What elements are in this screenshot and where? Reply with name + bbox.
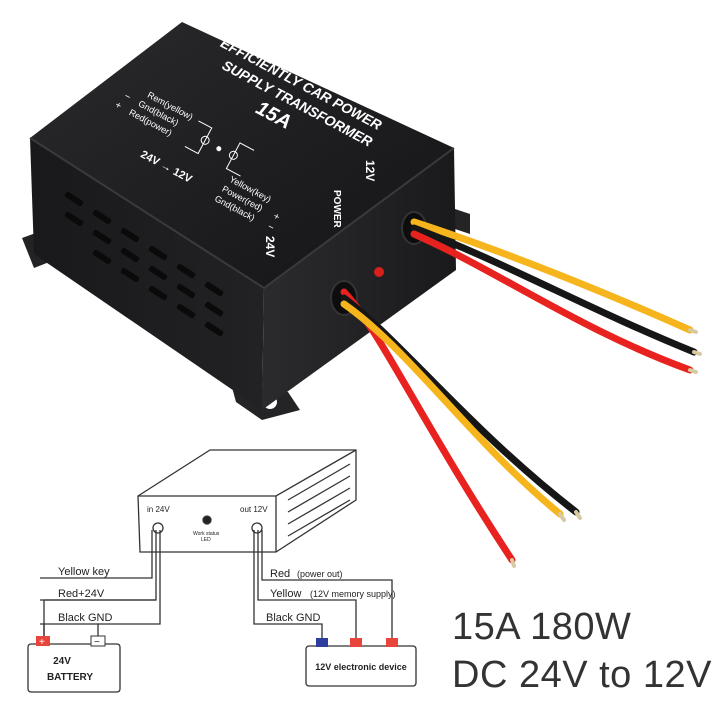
power-led-label: POWER xyxy=(331,190,342,229)
vent-slots xyxy=(64,191,224,337)
diagram-battery xyxy=(27,643,121,693)
diagram-wire-yellow-out-note: (12V memory supply) xyxy=(310,589,396,599)
battery-label: BATTERY xyxy=(47,672,93,683)
diagram-fins xyxy=(287,463,351,537)
device-plus-terminal-2 xyxy=(386,638,398,647)
diagram-output-terminal xyxy=(251,522,263,534)
spec-power-rating: 15A 180W xyxy=(452,606,632,648)
diagram-output-label: out 12V xyxy=(240,505,268,514)
output-wires xyxy=(410,218,702,374)
battery-plus-terminal xyxy=(36,636,50,646)
sign-minus-left: − xyxy=(122,91,132,104)
input-wires xyxy=(340,288,582,568)
diagram-input-terminal xyxy=(152,522,164,534)
device-label: 12V electronic device xyxy=(315,662,407,672)
sign-plus-right: + xyxy=(271,211,281,224)
diagram-wire-yellow-out: Yellow xyxy=(270,588,301,600)
diagram-led-label-2: LED xyxy=(201,537,211,543)
battery-plus-sign: + xyxy=(39,637,45,648)
diagram-led-label-1: Work status xyxy=(193,531,220,537)
diagram-status-led xyxy=(202,515,212,525)
diagram-wire-black-gnd-out: Black GND xyxy=(266,612,320,624)
device-minus-terminal xyxy=(316,638,328,647)
battery-label-24v: 24V xyxy=(53,656,71,667)
battery-minus-sign: − xyxy=(94,637,100,648)
diagram-input-label: in 24V xyxy=(147,505,170,514)
sign-minus-right: − xyxy=(266,222,276,235)
diagram-wire-red-out-note: (power out) xyxy=(297,569,343,579)
spec-voltage-conversion: DC 24V to 12V xyxy=(452,654,712,696)
diagram-wire-red-out: Red xyxy=(270,568,290,580)
diagram-wire-red-24v: Red+24V xyxy=(58,588,105,600)
sign-plus-left: + xyxy=(113,100,123,113)
power-led xyxy=(374,267,384,277)
port-label-24v: 24V xyxy=(263,236,277,257)
port-label-12v: 12V xyxy=(363,160,377,181)
device-plus-terminal-1 xyxy=(350,638,362,647)
battery-minus-terminal xyxy=(90,635,106,647)
wiring-diagram xyxy=(27,449,417,693)
device-top-face xyxy=(30,22,454,288)
diagram-wire-black-gnd-in: Black GND xyxy=(58,612,112,624)
device-front-face xyxy=(30,138,264,410)
diagram-box xyxy=(137,449,357,553)
diagram-wire-yellow-key: Yellow key xyxy=(58,566,110,578)
